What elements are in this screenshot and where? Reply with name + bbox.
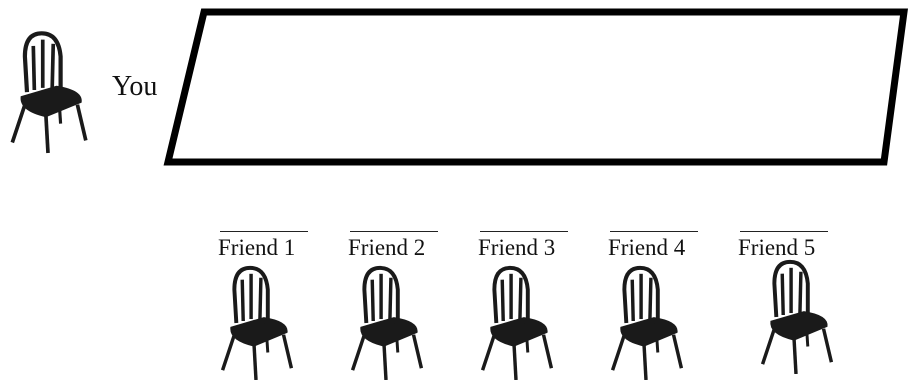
friend-label: Friend 3	[478, 234, 555, 262]
friend-seat-4: Friend 4	[604, 220, 714, 391]
chair-icon	[606, 262, 686, 380]
you-label: You	[112, 70, 157, 104]
friend-label: Friend 2	[348, 234, 425, 262]
name-blank-line[interactable]	[350, 231, 438, 232]
chair-icon	[216, 262, 296, 380]
friend-seat-5: Friend 5	[734, 220, 844, 391]
friend-seat-2: Friend 2	[344, 220, 454, 391]
table	[160, 6, 909, 170]
name-blank-line[interactable]	[480, 231, 568, 232]
friend-seat-1: Friend 1	[214, 220, 324, 391]
you-chair-icon	[6, 26, 90, 154]
name-blank-line[interactable]	[220, 231, 308, 232]
name-blank-line[interactable]	[610, 231, 698, 232]
name-blank-line[interactable]	[740, 231, 828, 232]
chair-icon	[476, 262, 556, 380]
friend-label: Friend 4	[608, 234, 685, 262]
table-outline	[160, 6, 909, 170]
chair-icon	[346, 262, 426, 380]
friend-label: Friend 1	[218, 234, 295, 262]
chair-icon	[756, 256, 836, 374]
friend-seat-3: Friend 3	[474, 220, 584, 391]
chair-icon	[6, 26, 90, 154]
